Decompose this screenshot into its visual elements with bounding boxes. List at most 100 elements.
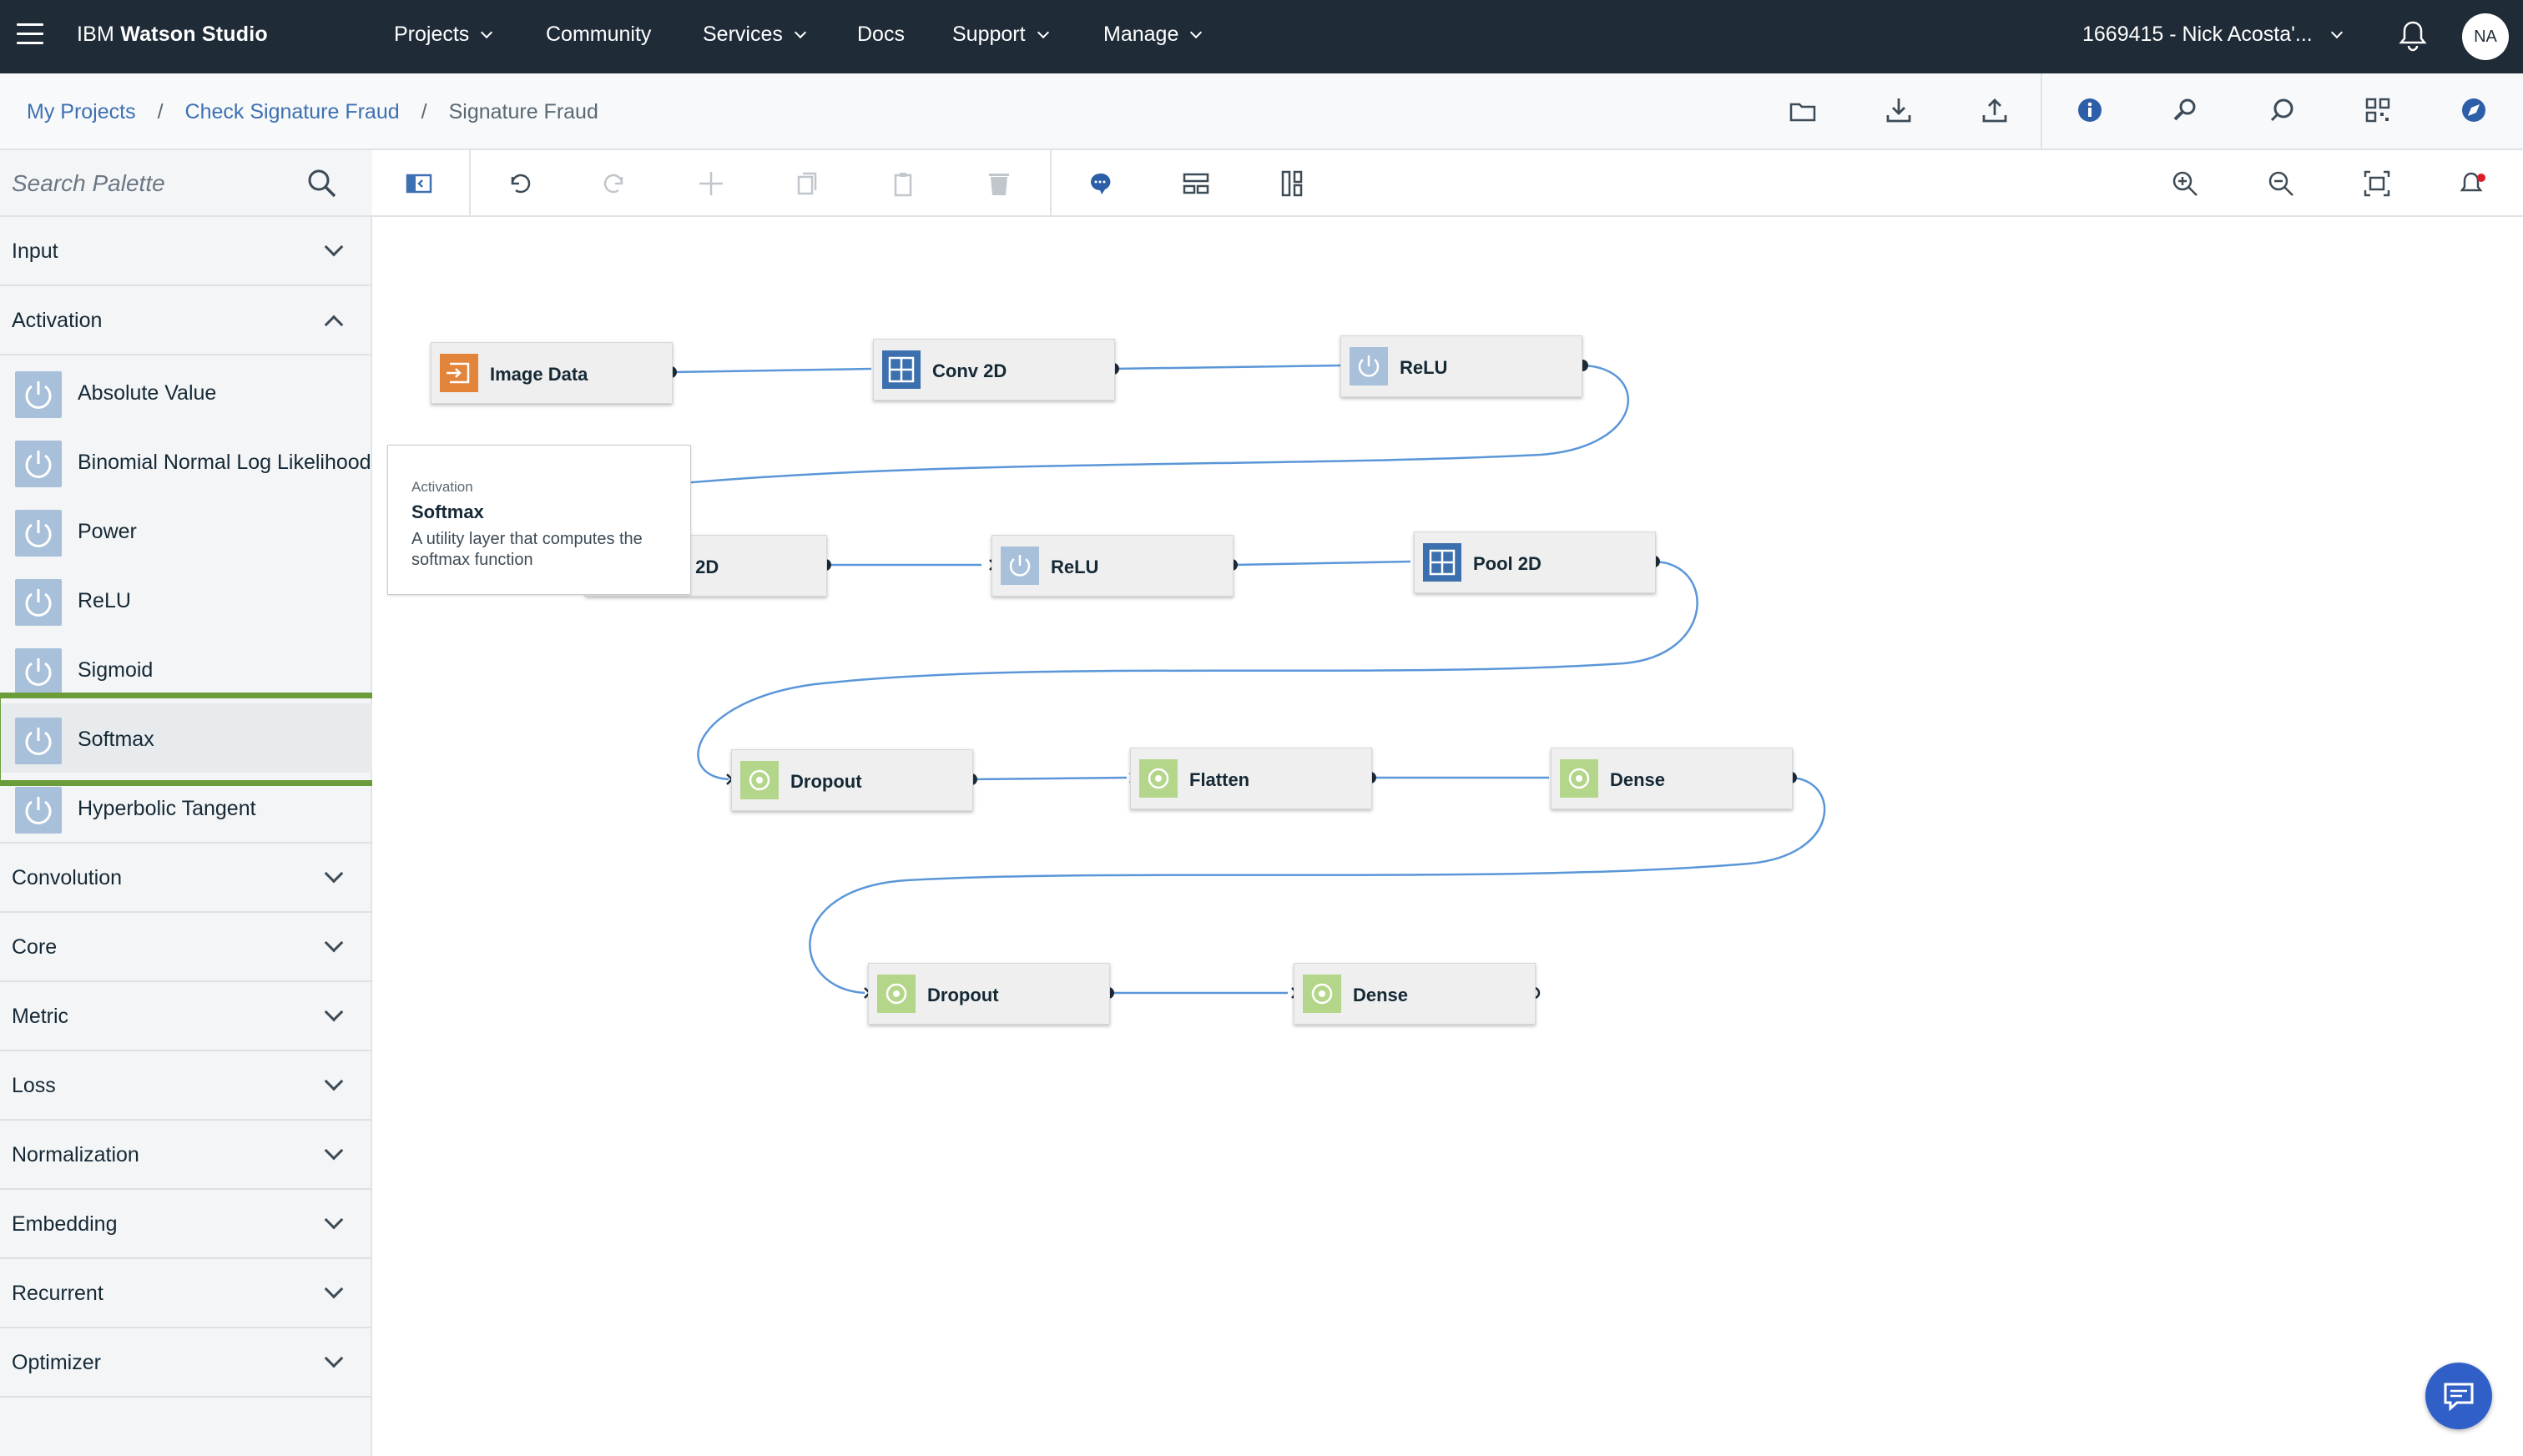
palette-item-relu[interactable]: ReLU	[0, 565, 372, 634]
node-relu[interactable]: ReLU	[1340, 335, 1582, 397]
nav-services[interactable]: Services	[703, 23, 806, 47]
power-icon	[15, 441, 62, 487]
upload-icon[interactable]	[1980, 95, 2010, 125]
category-loss[interactable]: Loss	[0, 1051, 372, 1121]
chevron-down-icon	[324, 1348, 344, 1368]
info-icon[interactable]	[2075, 95, 2105, 125]
breadcrumb-current: Signature Fraud	[448, 100, 598, 123]
input-icon	[440, 354, 478, 392]
chevron-down-icon	[324, 933, 344, 953]
palette-item-power[interactable]: Power	[0, 496, 372, 565]
link-image-to-conv1[interactable]	[670, 367, 872, 374]
chat-support-button[interactable]	[2425, 1363, 2492, 1429]
nav-manage[interactable]: Manage	[1103, 23, 1203, 47]
code-grid-icon[interactable]	[2363, 95, 2393, 125]
product-name[interactable]: IBM Watson Studio	[77, 23, 268, 46]
palette-item-tooltip: Activation Softmax A utility layer that …	[387, 445, 691, 595]
breadcrumb-check-signature-fraud[interactable]: Check Signature Fraud	[184, 100, 400, 123]
hamburger-menu-icon[interactable]	[17, 23, 43, 48]
search-palette-input[interactable]	[12, 164, 295, 204]
node-conv-2d[interactable]: Conv 2D	[873, 339, 1115, 401]
flow-canvas[interactable]: Image Data Conv 2D ReLU Conv 2D ReLU Poo…	[372, 217, 2523, 1456]
zoom-in-icon[interactable]	[2170, 169, 2200, 199]
nav-community[interactable]: Community	[546, 23, 652, 46]
chat-bubble-icon[interactable]	[2267, 95, 2297, 125]
category-optimizer[interactable]: Optimizer	[0, 1328, 372, 1398]
undo-icon[interactable]	[504, 169, 534, 199]
category-metric[interactable]: Metric	[0, 982, 372, 1051]
chevron-down-icon	[1037, 26, 1049, 38]
palette-divider	[0, 842, 372, 844]
power-icon	[15, 579, 62, 626]
top-navigation-bar: IBM Watson Studio Projects Community Ser…	[0, 0, 2523, 73]
core-layer-icon	[1303, 975, 1341, 1013]
core-layer-icon	[1139, 759, 1178, 798]
breadcrumb-my-projects[interactable]: My Projects	[27, 100, 136, 123]
node-dropout[interactable]: Dropout	[731, 749, 973, 811]
toolbar-divider	[1050, 150, 1052, 217]
node-dense[interactable]: Dense	[1294, 963, 1536, 1025]
account-switcher[interactable]: 1669415 - Nick Acosta'...	[2082, 23, 2343, 47]
chevron-down-icon	[324, 1141, 344, 1161]
power-icon	[1350, 347, 1388, 385]
link-conv1-to-relu1[interactable]	[1113, 364, 1341, 370]
category-core[interactable]: Core	[0, 913, 372, 982]
category-normalization[interactable]: Normalization	[0, 1121, 372, 1190]
search-icon[interactable]	[305, 167, 339, 200]
comment-icon[interactable]	[1085, 169, 1115, 199]
category-embedding[interactable]: Embedding	[0, 1190, 372, 1259]
arrange-horizontal-icon[interactable]	[1181, 169, 1211, 199]
arrange-vertical-icon[interactable]	[1277, 169, 1307, 199]
nav-support[interactable]: Support	[952, 23, 1049, 47]
power-icon	[15, 718, 62, 764]
chevron-up-icon	[324, 315, 344, 335]
palette-item-hyperbolic-tangent[interactable]: Hyperbolic Tangent	[0, 773, 372, 842]
zoom-out-icon[interactable]	[2266, 169, 2296, 199]
node-relu[interactable]: ReLU	[992, 535, 1234, 597]
palette-item-binomial-normal-log-likelihood[interactable]: Binomial Normal Log Likelihood	[0, 426, 372, 496]
link-dropout1-to-flatten[interactable]	[971, 776, 1128, 781]
copy-icon[interactable]	[792, 169, 822, 199]
toolbar-divider	[2041, 73, 2042, 149]
palette-item-absolute-value[interactable]: Absolute Value	[0, 357, 372, 426]
category-recurrent[interactable]: Recurrent	[0, 1259, 372, 1328]
folder-icon[interactable]	[1788, 97, 1818, 127]
compass-icon[interactable]	[2459, 95, 2489, 125]
node-pool-2d[interactable]: Pool 2D	[1414, 532, 1656, 593]
palette-item-softmax[interactable]: Softmax	[0, 703, 372, 773]
category-activation[interactable]: Activation	[0, 286, 372, 355]
link-dense1-to-dropout2[interactable]	[809, 776, 1826, 995]
toggle-palette-icon[interactable]	[404, 169, 434, 199]
paste-icon[interactable]	[888, 169, 918, 199]
notification-bell-icon[interactable]	[2399, 20, 2427, 52]
nav-projects[interactable]: Projects	[394, 23, 493, 47]
download-icon[interactable]	[1884, 95, 1914, 125]
user-avatar[interactable]: NA	[2462, 13, 2509, 60]
core-layer-icon	[877, 975, 916, 1013]
redo-icon[interactable]	[600, 169, 630, 199]
category-convolution[interactable]: Convolution	[0, 844, 372, 913]
nav-docs[interactable]: Docs	[857, 23, 905, 46]
fit-to-screen-icon[interactable]	[2362, 169, 2392, 199]
chat-icon	[2444, 1383, 2474, 1412]
node-dense[interactable]: Dense	[1551, 748, 1793, 809]
settings-wrench-icon[interactable]	[2171, 95, 2201, 125]
flow-connections	[549, 360, 1826, 1000]
node-flatten[interactable]: Flatten	[1130, 748, 1372, 809]
cut-icon[interactable]	[696, 169, 726, 199]
link-relu2-to-pool[interactable]	[1231, 560, 1411, 567]
node-image-data[interactable]: Image Data	[431, 342, 673, 404]
chevron-down-icon	[2330, 26, 2343, 38]
palette-item-sigmoid[interactable]: Sigmoid	[0, 634, 372, 703]
grid-icon	[882, 350, 921, 389]
trash-icon[interactable]	[984, 169, 1014, 199]
link-pool-to-dropout1[interactable]	[697, 560, 1698, 781]
chevron-down-icon	[324, 237, 344, 257]
breadcrumb-toolbar: My Projects / Check Signature Fraud / Si…	[0, 73, 2523, 150]
power-icon	[15, 371, 62, 418]
node-palette: Input Activation Absolute Value Binomial…	[0, 150, 372, 1456]
node-dropout[interactable]: Dropout	[868, 963, 1110, 1025]
chevron-down-icon	[324, 1002, 344, 1022]
category-input[interactable]: Input	[0, 217, 372, 286]
notifications-icon[interactable]	[2458, 169, 2488, 199]
